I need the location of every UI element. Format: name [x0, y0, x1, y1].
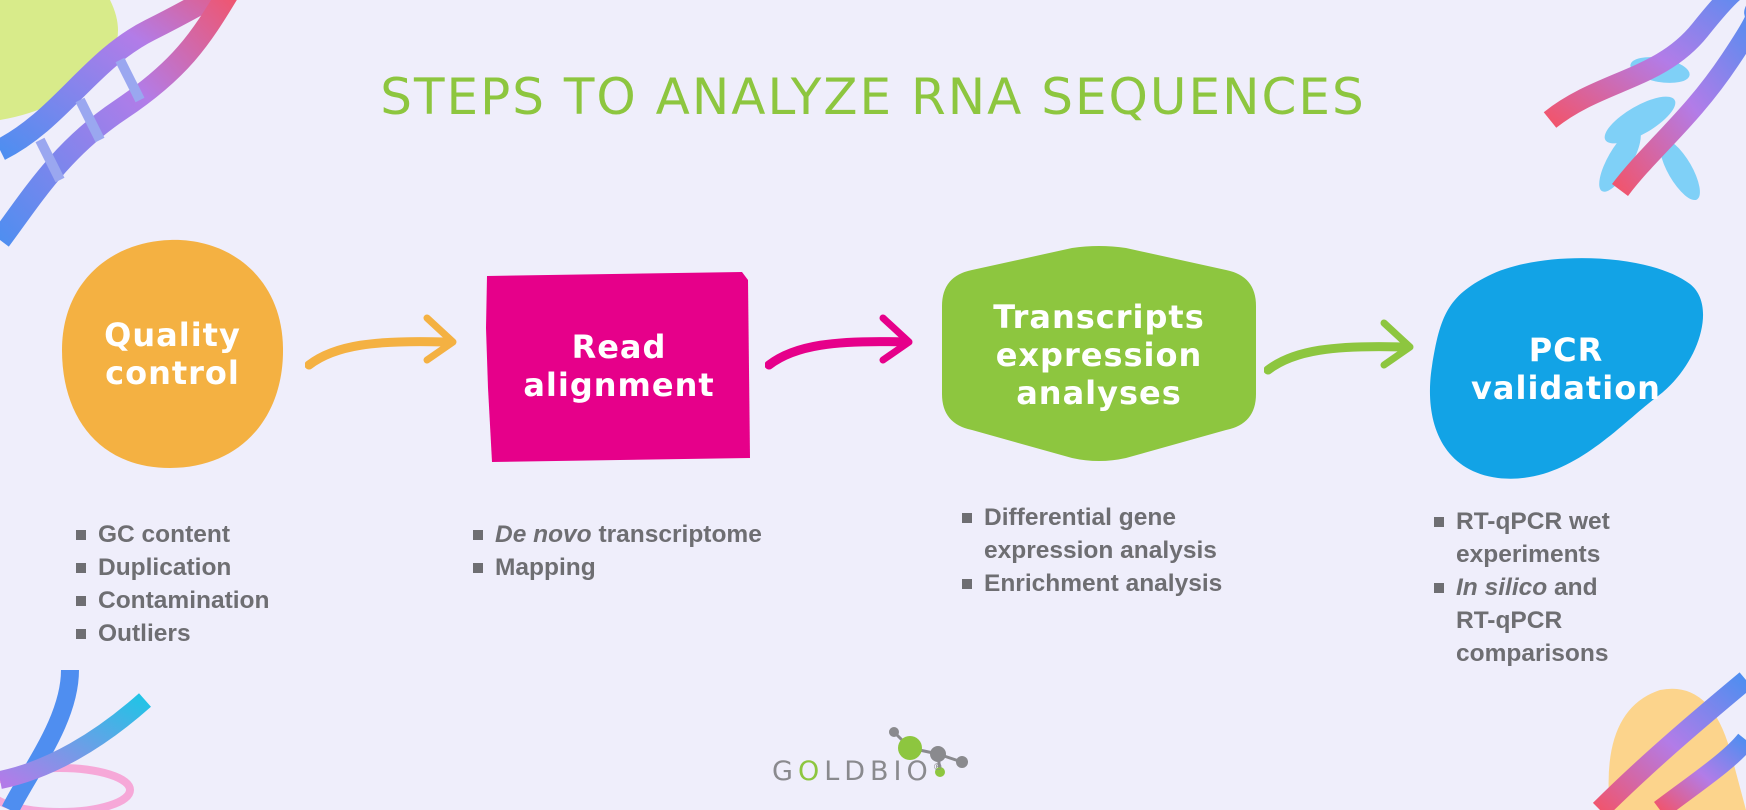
logo-letter-g: G: [772, 756, 798, 787]
list-item: Contamination: [74, 584, 334, 617]
step-transcripts-expression-analyses: Transcripts expression analyses: [942, 246, 1256, 464]
read-alignment-bullet-list: De novo transcriptome Mapping: [471, 518, 831, 584]
arrow-right-icon: [305, 314, 457, 370]
list-item: Outliers: [74, 617, 334, 650]
dna-helix-bottom-right-icon: [1592, 672, 1746, 810]
logo-letter-o: O: [797, 756, 825, 787]
quality-control-bullet-list: GC content Duplication Contamination Out…: [74, 518, 334, 650]
step-quality-control: Quality control: [60, 238, 285, 470]
list-item: In silico and RT-qPCR comparisons: [1432, 571, 1632, 670]
list-item: GC content: [74, 518, 334, 551]
step-label: Transcripts expression analyses: [993, 298, 1205, 412]
step-read-alignment: Read alignment: [484, 268, 754, 464]
step-label: Read alignment: [523, 328, 715, 404]
list-item: De novo transcriptome: [471, 518, 831, 551]
list-item: Differential gene expression analysis: [960, 501, 1260, 567]
list-item-text: transcriptome: [591, 521, 762, 548]
step-label: Quality control: [104, 316, 241, 392]
blob-shape: [1429, 258, 1704, 479]
list-item: Enrichment analysis: [960, 567, 1260, 600]
pcr-validation-bullet-list: RT-qPCR wet experiments In silico and RT…: [1432, 505, 1632, 670]
goldbio-logo: GOLDBIO®: [772, 756, 943, 787]
step-label: PCR validation: [1471, 331, 1661, 407]
step-pcr-validation: PCR validation: [1428, 256, 1704, 482]
arrow-right-icon: [765, 314, 913, 370]
list-item-italic: In silico: [1456, 574, 1548, 601]
dna-helix-bottom-left-icon: [0, 669, 151, 810]
dna-helix-top-left-icon: [0, 0, 237, 247]
hexagon-shape: [942, 246, 1256, 461]
registered-mark: ®: [932, 762, 943, 773]
list-item-italic: De novo: [495, 521, 592, 548]
logo-letters-rest: LDBIO: [824, 756, 933, 787]
blob-shape: [62, 239, 284, 468]
arrow-right-icon: [1264, 319, 1414, 375]
transcripts-bullet-list: Differential gene expression analysis En…: [960, 501, 1260, 600]
rectangle-shape: [486, 272, 750, 462]
dna-helix-top-right-icon: [1543, 0, 1746, 201]
list-item: Duplication: [74, 551, 334, 584]
goldbio-molecule-icon: [889, 727, 968, 777]
page-title: STEPS TO ANALYZE RNA SEQUENCES: [380, 68, 1366, 126]
list-item: RT-qPCR wet experiments: [1432, 505, 1632, 571]
list-item-text: and RT-qPCR comparisons: [1456, 574, 1609, 667]
list-item: Mapping: [471, 551, 831, 584]
